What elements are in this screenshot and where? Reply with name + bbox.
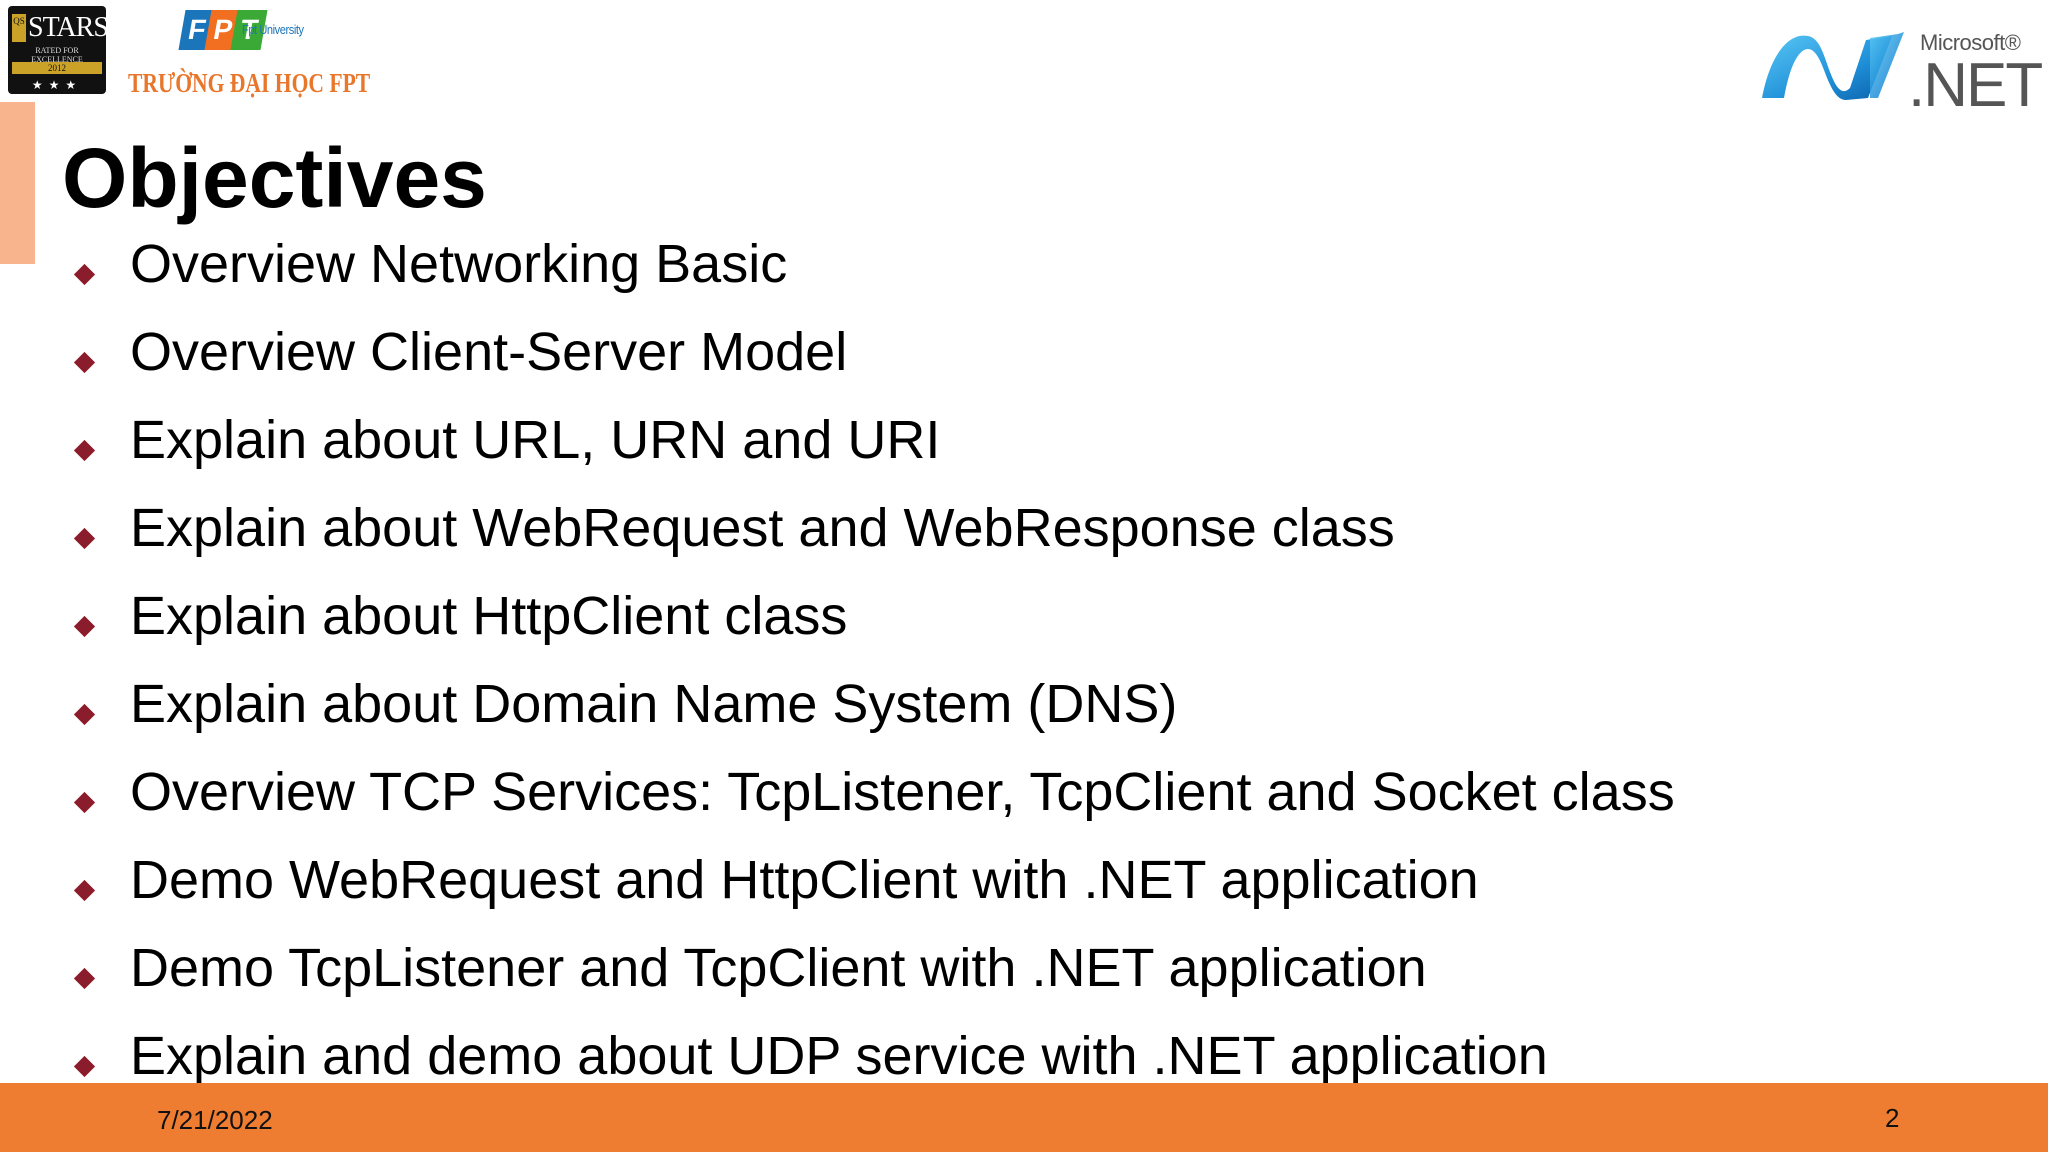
list-item: Explain about Domain Name System (DNS) [0, 662, 2000, 750]
list-item-text: Explain about WebRequest and WebResponse… [130, 498, 1395, 558]
fpt-school-name: TRƯỜNG ĐẠI HỌC FPT [128, 68, 371, 98]
list-item: Explain and demo about UDP service with … [0, 1014, 2000, 1102]
list-item: Overview Networking Basic [0, 222, 2000, 310]
list-item-text: Explain about Domain Name System (DNS) [130, 674, 1178, 734]
diamond-bullet-icon [73, 527, 96, 550]
diamond-bullet-icon [73, 439, 96, 462]
microsoft-wordmark: Microsoft® [1920, 30, 2021, 55]
footer-date: 7/21/2022 [157, 1105, 273, 1135]
title-accent-bar [0, 102, 35, 264]
net-wave-icon [1762, 32, 1904, 101]
slide-title: Objectives [62, 131, 487, 225]
list-item: Demo WebRequest and HttpClient with .NET… [0, 838, 2000, 926]
qs-badge: QS [12, 14, 26, 42]
list-item-text: Explain about URL, URN and URI [130, 410, 941, 470]
fpt-tagline: Fpt University [242, 22, 304, 37]
diamond-bullet-icon [73, 967, 96, 990]
diamond-bullet-icon [73, 351, 96, 374]
list-item: Explain about HttpClient class [0, 574, 2000, 662]
list-item: Overview Client-Server Model [0, 310, 2000, 398]
qs-stars-logo: QS STARS RATED FOR EXCELLENCE 2012 ★★★ [8, 6, 106, 94]
list-item-text: Explain about HttpClient class [130, 586, 848, 646]
net-wordmark: .NET [1908, 51, 2043, 120]
diamond-bullet-icon [73, 879, 96, 902]
list-item-text: Demo WebRequest and HttpClient with .NET… [130, 850, 1479, 910]
slide-footer: 7/21/2022 2 [0, 1083, 2048, 1152]
objectives-list: Overview Networking Basic Overview Clien… [0, 222, 2048, 1102]
microsoft-net-logo: Microsoft® .NET [1758, 26, 2043, 120]
list-item-text: Overview Networking Basic [130, 234, 788, 294]
diamond-bullet-icon [73, 615, 96, 638]
diamond-bullet-icon [73, 1055, 96, 1078]
diamond-bullet-icon [73, 263, 96, 286]
list-item-text: Overview Client-Server Model [130, 322, 848, 382]
fpt-university-logo: F P T Fpt University TRƯỜNG ĐẠI HỌC FPT [128, 6, 370, 102]
page-number: 2 [1885, 1103, 1900, 1133]
stars-rating-icon: ★★★ [31, 78, 83, 92]
list-item: Explain about URL, URN and URI [0, 398, 2000, 486]
stars-word: STARS [28, 12, 106, 43]
list-item: Explain about WebRequest and WebResponse… [0, 486, 2000, 574]
list-item-text: Explain and demo about UDP service with … [130, 1026, 1548, 1086]
stars-year: 2012 [12, 62, 102, 74]
diamond-bullet-icon [73, 703, 96, 726]
list-item-text: Overview TCP Services: TcpListener, TcpC… [130, 762, 1675, 822]
stars-subtitle: RATED FOR EXCELLENCE [31, 46, 83, 64]
diamond-bullet-icon [73, 791, 96, 814]
list-item: Demo TcpListener and TcpClient with .NET… [0, 926, 2000, 1014]
list-item-text: Demo TcpListener and TcpClient with .NET… [130, 938, 1427, 998]
list-item: Overview TCP Services: TcpListener, TcpC… [0, 750, 2000, 838]
